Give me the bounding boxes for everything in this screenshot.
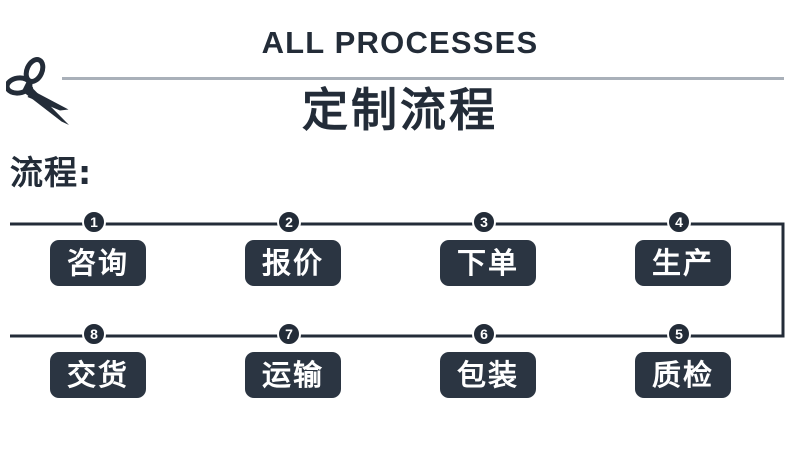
process-flow-diagram: 1 咨询 2 报价 3 下单 4 生产 8 交货 7 运输 6 包装 5 bbox=[0, 195, 800, 425]
header-divider bbox=[62, 77, 784, 80]
step-number-5: 5 bbox=[667, 322, 691, 346]
page-title-en: ALL PROCESSES bbox=[261, 25, 539, 60]
scissors-icon bbox=[6, 57, 69, 125]
step-label-3[interactable]: 下单 bbox=[440, 240, 536, 286]
step-label-7[interactable]: 运输 bbox=[245, 352, 341, 398]
step-number-1: 1 bbox=[82, 210, 106, 234]
step-label-8[interactable]: 交货 bbox=[50, 352, 146, 398]
page-title-cn: 定制流程 bbox=[302, 83, 498, 137]
step-label-4[interactable]: 生产 bbox=[635, 240, 731, 286]
step-number-4: 4 bbox=[667, 210, 691, 234]
step-number-6: 6 bbox=[472, 322, 496, 346]
step-number-7: 7 bbox=[277, 322, 301, 346]
step-number-3: 3 bbox=[472, 210, 496, 234]
step-label-1[interactable]: 咨询 bbox=[50, 240, 146, 286]
flow-connector-lines bbox=[10, 222, 785, 338]
step-label-5[interactable]: 质检 bbox=[635, 352, 731, 398]
step-label-6[interactable]: 包装 bbox=[440, 352, 536, 398]
step-label-2[interactable]: 报价 bbox=[245, 240, 341, 286]
flow-label: 流程: bbox=[10, 153, 93, 192]
step-number-8: 8 bbox=[82, 322, 106, 346]
step-number-2: 2 bbox=[277, 210, 301, 234]
